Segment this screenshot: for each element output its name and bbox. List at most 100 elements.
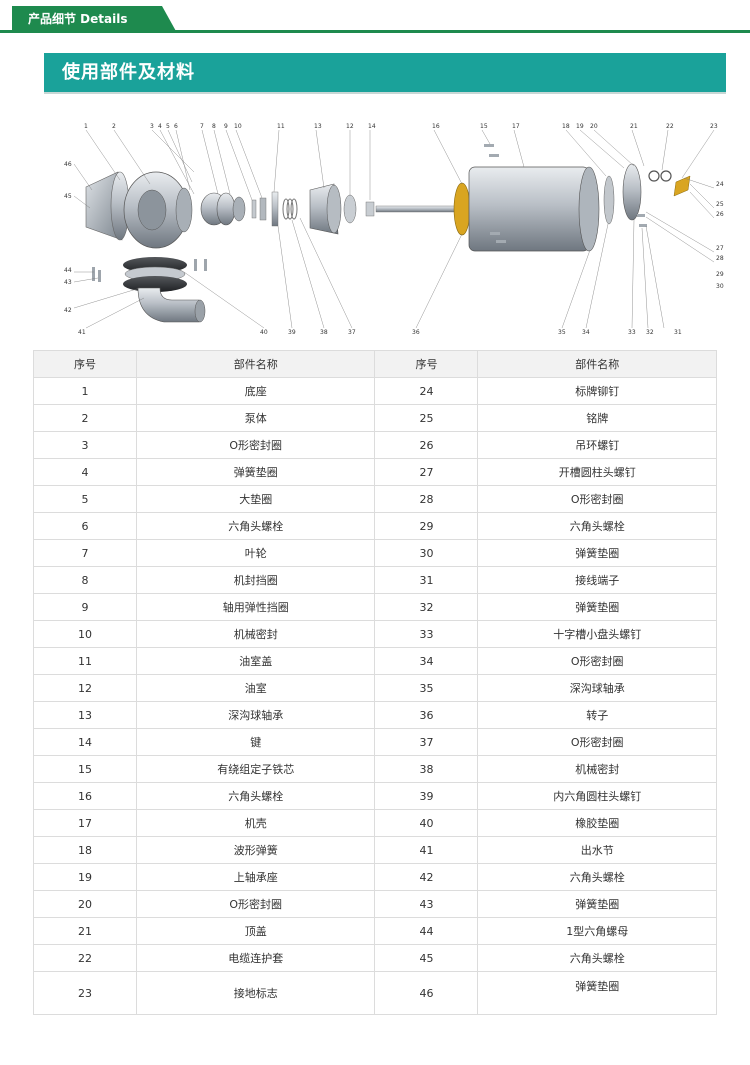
part-name-right: 内六角圆柱头螺钉 [477,782,717,810]
part-number-left: 7 [33,539,137,567]
part-name-right: 铭牌 [477,404,717,432]
callout-30: 30 [716,283,724,290]
part-number-right: 44 [374,917,479,945]
part-name-left: 波形弹簧 [135,836,376,864]
callout-34: 34 [582,329,590,336]
part-number-right: 41 [374,836,479,864]
callout-43: 43 [64,279,72,286]
part-name-right: 1型六角螺母 [477,917,717,945]
part-name-right: 六角头螺栓 [477,944,717,972]
callout-24: 24 [716,181,724,188]
callout-39: 39 [288,329,296,336]
part-number-right: 27 [374,458,479,486]
callout-7: 7 [200,123,204,130]
part-name-left: 大垫圈 [135,485,376,513]
part-number-right: 36 [374,701,479,729]
part-name-left: 机械密封 [135,620,376,648]
callout-14: 14 [368,123,376,130]
part-number-left: 18 [33,836,137,864]
part-name-left: 上轴承座 [135,863,376,891]
part-name-right: 转子 [477,701,717,729]
callout-23: 23 [710,123,718,130]
part-name-right: 橡胶垫圈 [477,809,717,837]
callout-22: 22 [666,123,674,130]
part-number-right: 24 [374,377,479,405]
part-number-left: 14 [33,728,137,756]
callout-37: 37 [348,329,356,336]
part-name-left: 叶轮 [135,539,376,567]
callout-40: 40 [260,329,268,336]
part-number-right: 28 [374,485,479,513]
part-number-left: 4 [33,458,137,486]
part-name-left: 键 [135,728,376,756]
part-name-left: 六角头螺栓 [135,782,376,810]
part-number-right: 37 [374,728,479,756]
table-header: 序号 部件名称 序号 部件名称 [33,350,717,378]
part-number-left: 9 [33,593,137,621]
details-tab: 产品细节 Details [12,6,177,33]
part-number-left: 13 [33,701,137,729]
part-number-left: 17 [33,809,137,837]
part-number-right: 43 [374,890,479,918]
part-name-left: 泵体 [135,404,376,432]
callout-13: 13 [314,123,322,130]
callout-41: 41 [78,329,86,336]
part-name-left: 接地标志 [135,971,376,1015]
callout-29: 29 [716,271,724,278]
callout-15: 15 [480,123,488,130]
part-number-right: 35 [374,674,479,702]
part-name-left: 机封挡圈 [135,566,376,594]
header-no-right: 序号 [374,350,479,378]
part-number-left: 19 [33,863,137,891]
part-name-right: 弹簧垫圈 [477,539,717,567]
part-name-left: 电缆连护套 [135,944,376,972]
part-number-left: 15 [33,755,137,783]
exploded-view-diagram: 1 2 3 4 5 6 7 8 9 10 11 12 13 14 15 16 1… [34,112,724,344]
part-number-right: 29 [374,512,479,540]
part-name-right: O形密封圈 [477,647,717,675]
part-name-right: 接线端子 [477,566,717,594]
part-name-left: 底座 [135,377,376,405]
part-number-right: 31 [374,566,479,594]
callout-44: 44 [64,267,72,274]
part-name-left: 油室 [135,674,376,702]
callout-36: 36 [412,329,420,336]
callout-35: 35 [558,329,566,336]
part-name-right: 弹簧垫圈 [477,593,717,621]
part-name-left: 六角头螺栓 [135,512,376,540]
part-number-left: 1 [33,377,137,405]
part-name-right: O形密封圈 [477,485,717,513]
part-number-left: 5 [33,485,137,513]
callout-6: 6 [174,123,178,130]
part-name-right: 出水节 [477,836,717,864]
part-number-right: 33 [374,620,479,648]
callout-19: 19 [576,123,584,130]
part-number-right: 39 [374,782,479,810]
callout-38: 38 [320,329,328,336]
header-name-right: 部件名称 [477,350,717,378]
part-number-left: 3 [33,431,137,459]
part-name-right: 十字槽小盘头螺钉 [477,620,717,648]
part-name-right: 弹簧垫圈 [477,890,717,918]
callout-33: 33 [628,329,636,336]
part-number-left: 2 [33,404,137,432]
header-no-left: 序号 [33,350,137,378]
part-number-left: 22 [33,944,137,972]
part-number-right: 32 [374,593,479,621]
part-name-right: 弹簧垫圈 [477,971,717,1015]
part-name-left: 机壳 [135,809,376,837]
section-banner: 使用部件及材料 [44,53,726,92]
callout-26: 26 [716,211,724,218]
callout-28: 28 [716,255,724,262]
part-name-right: O形密封圈 [477,728,717,756]
part-number-left: 23 [33,971,137,1015]
